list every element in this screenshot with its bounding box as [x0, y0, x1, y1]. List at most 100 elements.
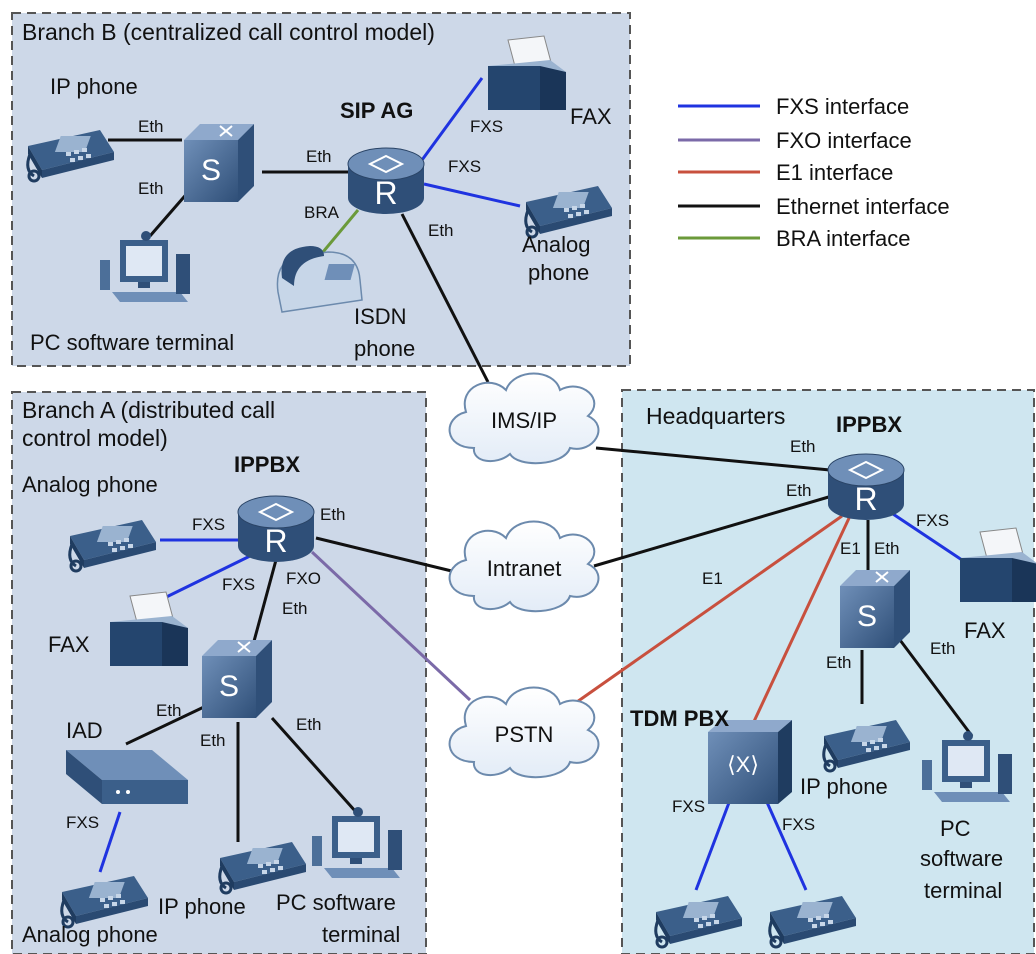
svg-text:⟨X⟩: ⟨X⟩ [727, 752, 759, 777]
link-h-pstn-ippbx [573, 514, 843, 706]
svg-text:S: S [201, 154, 221, 187]
link-a-switch-iad [125, 704, 207, 746]
a-analog-phone-top-label: Analog phone [22, 472, 158, 497]
b-sip-ag-router-icon: R [347, 147, 425, 215]
link-a-ippbx-pstn [310, 550, 472, 702]
b-port-eth-ims: Eth [428, 221, 454, 240]
a-iad-label: IAD [66, 718, 103, 743]
a-port-eth-pc: Eth [296, 715, 322, 734]
h-fax-label: FAX [964, 618, 1006, 643]
link-a-iad-analog [98, 811, 122, 873]
link-h-tdm-phone1 [694, 799, 732, 891]
cloud-pstn: PSTN [448, 686, 600, 779]
a-ippbx-label: IPPBX [234, 452, 300, 477]
link-b-switch-pc [148, 189, 192, 237]
legend-item-bra: BRA interface [678, 226, 911, 251]
link-h-tdm-phone2 [764, 799, 808, 891]
svg-text:R: R [264, 523, 287, 559]
link-a-ippbx-intranet [315, 536, 465, 576]
h-port-eth-intranet: Eth [786, 481, 812, 500]
h-port-fxs-phone1: FXS [672, 797, 705, 816]
link-b-sipag-ims [400, 213, 490, 383]
h-port-fxs-fax: FXS [916, 511, 949, 530]
b-port-eth-pc: Eth [138, 179, 164, 198]
h-tdm-pbx-icon: ⟨X⟩ [708, 720, 792, 804]
link-h-switch-pc [898, 639, 974, 737]
b-pc-label: PC software terminal [30, 330, 234, 355]
a-pc-label-1: PC software [276, 890, 396, 915]
a-analog-phone-bottom-label: Analog phone [22, 922, 158, 947]
h-pc-label-2: software [920, 846, 1003, 871]
links [98, 77, 974, 891]
h-port-e1-pstn: E1 [702, 569, 723, 588]
legend-item-ethernet: Ethernet interface [678, 194, 950, 219]
a-fax-label: FAX [48, 632, 90, 657]
link-h-intranet-ippbx [593, 494, 833, 568]
h-ippbx-router-icon: R [827, 453, 905, 521]
svg-text:BRA interface: BRA interface [776, 226, 911, 251]
a-pc-label-2: terminal [322, 922, 400, 947]
b-port-eth-switch: Eth [306, 147, 332, 166]
cloud-ims-ip: IMS/IP [448, 372, 600, 465]
svg-text:Intranet: Intranet [487, 556, 562, 581]
b-port-fxs-fax: FXS [470, 117, 503, 136]
b-ip-phone-label: IP phone [50, 74, 138, 99]
h-port-fxs-phone2: FXS [782, 815, 815, 834]
link-h-tdm-ippbx [748, 515, 852, 731]
a-port-eth-ipphone: Eth [200, 731, 226, 750]
link-h-ippbx-fax [889, 510, 963, 562]
b-switch-icon: S [183, 123, 255, 203]
legend-item-fxs: FXS interface [678, 94, 909, 119]
legend: FXS interface FXO interface E1 interface… [678, 94, 950, 251]
headquarters-title: Headquarters [646, 403, 785, 429]
a-port-eth-switch: Eth [282, 599, 308, 618]
a-port-eth-intranet: Eth [320, 505, 346, 524]
a-switch-icon: S [201, 639, 273, 719]
link-h-ims-ippbx [595, 446, 831, 472]
branch-b-title: Branch B (centralized call control model… [22, 19, 435, 45]
b-port-bra: BRA [304, 203, 340, 222]
h-port-e1-ippbx: E1 [840, 539, 861, 558]
legend-item-fxo: FXO interface [678, 128, 912, 153]
a-port-eth-iad: Eth [156, 701, 182, 720]
link-a-switch-pc [270, 717, 358, 813]
svg-text:Ethernet interface: Ethernet interface [776, 194, 950, 219]
h-port-eth-ipphone: Eth [826, 653, 852, 672]
svg-text:PSTN: PSTN [495, 722, 554, 747]
link-b-sipag-isdn [316, 209, 360, 259]
a-ippbx-router-icon: R [237, 495, 315, 563]
svg-text:R: R [374, 175, 397, 211]
svg-text:IMS/IP: IMS/IP [491, 408, 557, 433]
link-b-sipag-fax [420, 77, 484, 161]
cloud-intranet: Intranet [448, 520, 600, 613]
svg-text:FXS interface: FXS interface [776, 94, 909, 119]
a-port-fxo: FXO [286, 569, 321, 588]
h-port-eth-ippbx-switch: Eth [874, 539, 900, 558]
legend-item-e1: E1 interface [678, 160, 893, 185]
a-port-fxs-analog: FXS [192, 515, 225, 534]
b-isdn-label-2: phone [354, 336, 415, 361]
h-pc-label-3: terminal [924, 878, 1002, 903]
b-port-eth-phone: Eth [138, 117, 164, 136]
a-port-fxs-fax: FXS [222, 575, 255, 594]
h-ip-phone-label: IP phone [800, 774, 888, 799]
h-tdm-pbx-label: TDM PBX [630, 706, 729, 731]
h-ippbx-label: IPPBX [836, 412, 902, 437]
branch-a-title-line1: Branch A (distributed call [22, 397, 275, 423]
svg-text:S: S [219, 670, 239, 703]
b-analog-label-1: Analog [522, 232, 591, 257]
svg-text:FXO interface: FXO interface [776, 128, 912, 153]
a-ip-phone-label: IP phone [158, 894, 246, 919]
h-port-eth-ims: Eth [790, 437, 816, 456]
svg-text:R: R [854, 481, 877, 517]
a-port-fxs-iad: FXS [66, 813, 99, 832]
branch-a-title-line2: control model) [22, 425, 168, 451]
b-isdn-label-1: ISDN [354, 304, 407, 329]
svg-text:S: S [857, 600, 877, 633]
b-port-fxs-analog: FXS [448, 157, 481, 176]
h-port-eth-pc: Eth [930, 639, 956, 658]
h-switch-icon: S [839, 569, 911, 649]
h-pc-label-1: PC [940, 816, 971, 841]
b-sip-ag-label: SIP AG [340, 98, 413, 123]
